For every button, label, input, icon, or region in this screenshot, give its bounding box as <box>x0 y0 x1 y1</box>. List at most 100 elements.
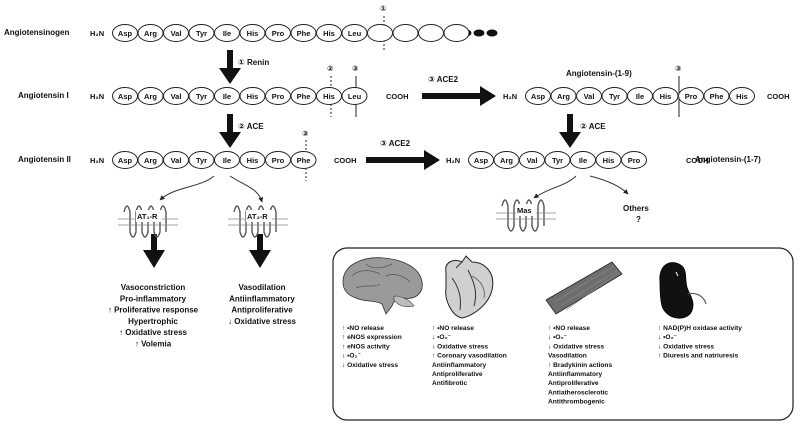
residue-ile: Ile <box>627 87 653 105</box>
effect-item: ↓ •O₂⁻ <box>658 334 677 341</box>
residue-pro: Pro <box>265 24 291 42</box>
effect-item: ↓ •O₂⁻ <box>432 334 451 341</box>
residue-label: Val <box>171 156 182 165</box>
residue-tyr: Tyr <box>188 87 215 105</box>
effect-item: ↑ Diuresis and natriuresis <box>658 353 739 360</box>
effect-item: ↑ eNOS activity <box>342 343 390 350</box>
continuation-dot <box>486 29 498 37</box>
residue-label: Asp <box>118 156 133 165</box>
at1-label: AT₁-R <box>137 212 158 221</box>
residue-asp: Asp <box>112 87 138 105</box>
residue-label: Asp <box>118 29 133 38</box>
cleavage-mark-3: ③ <box>352 64 358 73</box>
residue-his: His <box>652 87 679 105</box>
effect-item: Antiinflammatory <box>432 362 487 369</box>
residue-label: His <box>660 92 672 101</box>
effect-item: ↑ Oxidative stress <box>119 328 188 337</box>
enzyme-ace2: ③ ACE2 <box>428 75 459 84</box>
effect-item: Pro-inflammatory <box>120 294 187 303</box>
residue-label: Tyr <box>196 92 207 101</box>
residue-his: His <box>239 24 266 42</box>
kidney-icon <box>659 262 707 319</box>
residue-val: Val <box>163 151 189 169</box>
c-terminus: COOH <box>386 92 409 101</box>
residue-label: His <box>603 156 615 165</box>
mas-label: Mas <box>517 206 532 215</box>
residue-label: Phe <box>297 29 311 38</box>
residue-tyr: Tyr <box>188 24 215 42</box>
residue-val: Val <box>519 151 545 169</box>
enzyme-ace2: ③ ACE2 <box>380 139 411 148</box>
effect-item: ↓ Oxidative stress <box>432 343 488 350</box>
binding-arrow-at2 <box>229 175 264 203</box>
residue-asp: Asp <box>468 151 494 169</box>
label-angiotensin-2: Angiotensin II <box>18 155 71 164</box>
blood-vessel-icon <box>545 261 623 315</box>
residue-unlabeled <box>418 24 444 42</box>
effect-item: Vasoconstriction <box>121 283 186 292</box>
effect-item: ↓ •O₂⁻ <box>342 353 361 360</box>
residue-asp: Asp <box>525 87 551 105</box>
effect-item: ↑ Volemia <box>135 340 172 349</box>
residue-ile: Ile <box>214 87 240 105</box>
cleavage-mark-3: ③ <box>675 64 681 73</box>
effect-item: Antiatherosclerotic <box>548 389 608 396</box>
residue-his: His <box>316 24 342 42</box>
residue-label: Pro <box>272 29 285 38</box>
at1-receptor-icon: AT₁-R <box>118 205 178 238</box>
enzyme-ace: ② ACE <box>238 122 264 131</box>
residue-his: His <box>595 151 622 169</box>
residue-label: Val <box>527 156 538 165</box>
effect-item: ↓ Oxidative stress <box>228 317 297 326</box>
residue-his: His <box>239 151 266 169</box>
binding-arrow-at1 <box>159 175 215 201</box>
residue-val: Val <box>163 24 189 42</box>
effect-item: Antiproliferative <box>548 380 599 387</box>
residue-asp: Asp <box>112 24 138 42</box>
residue-label: Ile <box>223 29 231 38</box>
others-question: ? <box>636 215 641 224</box>
residue-ile: Ile <box>214 151 240 169</box>
residue-label: Asp <box>531 92 546 101</box>
heart-icon <box>445 255 494 319</box>
enzyme-renin: ① Renin <box>238 58 269 67</box>
residue-unlabeled <box>443 24 470 42</box>
effect-item: ↑ NAD(P)H oxidase activity <box>658 325 742 332</box>
effect-item: Antiinflammatory <box>229 294 295 303</box>
effect-item: Antiproliferative <box>432 371 483 378</box>
n-terminus: H₂N <box>90 29 104 38</box>
n-terminus: H₂N <box>90 92 104 101</box>
residue-label: Ile <box>223 92 231 101</box>
others-label: Others <box>623 204 649 213</box>
label-angiotensinogen: Angiotensinogen <box>4 28 69 37</box>
residue-label: His <box>247 156 259 165</box>
residue-leu: Leu <box>341 87 368 105</box>
residue-label: Arg <box>144 156 157 165</box>
label-angiotensin-1: Angiotensin I <box>18 91 69 100</box>
residue-label: Phe <box>297 156 311 165</box>
binding-arrow-mas <box>533 175 577 199</box>
residue-label: Tyr <box>196 29 207 38</box>
residue-label: Pro <box>685 92 698 101</box>
residue-arg: Arg <box>137 151 164 169</box>
n-terminus: H₂N <box>446 156 460 165</box>
brain-effects-list: ↑ •NO release↑ eNOS expression↑ eNOS act… <box>342 325 402 369</box>
residue-label: Tyr <box>609 92 620 101</box>
arrow-renin <box>219 50 241 84</box>
residue-pro: Pro <box>621 151 647 169</box>
residue-label: Arg <box>144 29 157 38</box>
residue-pro: Pro <box>265 151 291 169</box>
kidney-effects-list: ↑ NAD(P)H oxidase activity↓ •O₂⁻↓ Oxidat… <box>658 325 742 360</box>
effect-item: ↑ •NO release <box>342 325 384 332</box>
residue-label: His <box>247 92 259 101</box>
heart-effects-list: ↑ •NO release↓ •O₂⁻↓ Oxidative stress↑ C… <box>432 325 507 387</box>
residue-ile: Ile <box>214 24 240 42</box>
residue-label: Ile <box>223 156 231 165</box>
residue-tyr: Tyr <box>188 151 215 169</box>
residue-label: Arg <box>500 156 513 165</box>
residue-label: Pro <box>272 92 285 101</box>
residue-label: Pro <box>628 156 641 165</box>
